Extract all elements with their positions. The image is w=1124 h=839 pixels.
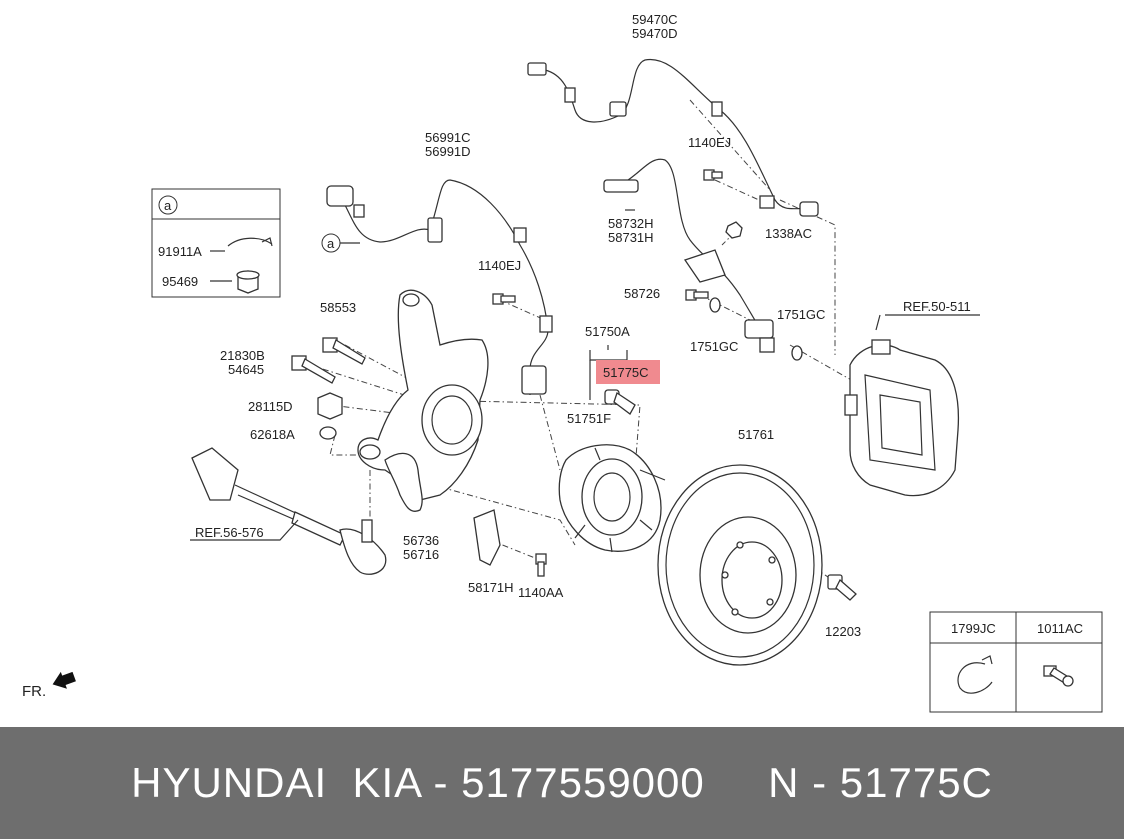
label-fr: FR.: [22, 683, 46, 700]
steering-knuckle: [357, 289, 489, 501]
label-58726: 58726: [624, 286, 660, 301]
part-number-footer: HYUNDAI KIA - 5177559000 N - 51775C: [0, 727, 1124, 839]
label-56991d: 56991D: [425, 144, 471, 159]
label-59470c: 59470C: [632, 12, 678, 27]
label-1140aa: 1140AA: [518, 585, 564, 600]
brake-hose: [603, 158, 775, 353]
front-arrow-icon: [52, 671, 76, 689]
wheel-speed-cable-lower: [326, 179, 553, 395]
label-56736: 56736: [403, 533, 439, 548]
inset-a-header: a: [164, 198, 172, 213]
brake-caliper: [844, 339, 960, 497]
dust-shield: [384, 452, 423, 512]
inset-table-b: 1799JC 1011AC: [929, 611, 1103, 713]
label-51751f: 51751F: [567, 411, 611, 426]
label-ref-50-511: REF.50-511: [903, 299, 971, 314]
label-58731h: 58731H: [608, 230, 654, 245]
bracket-58171h: [473, 509, 501, 566]
label-1751gc-a: 1751GC: [777, 307, 825, 322]
label-28115d: 28115D: [248, 399, 293, 414]
clip-1799jc-icon: [957, 662, 993, 694]
drive-shaft-tie-rod: [191, 447, 387, 575]
label-1140ej-top: 1140EJ: [688, 135, 731, 150]
part-labels: 59470C 59470D 56991C 56991D 1140EJ 1140E…: [22, 12, 971, 700]
label-1011ac: 1011AC: [1037, 621, 1083, 636]
label-1751gc-b: 1751GC: [690, 339, 738, 354]
screw-1011ac-icon: [1043, 665, 1074, 687]
highlight-box: [596, 360, 660, 384]
callout-a-letter: a: [327, 236, 335, 251]
parts-diagram: 59470C 59470D 56991C 56991D 1140EJ 1140E…: [22, 12, 1103, 713]
footer-part-number-text: HYUNDAI KIA - 5177559000 N - 51775C: [131, 759, 993, 806]
label-58732h: 58732H: [608, 216, 654, 231]
label-51750a: 51750A: [585, 324, 630, 339]
label-58553: 58553: [320, 300, 356, 315]
label-21830b: 21830B: [220, 348, 265, 363]
fasteners: [291, 169, 857, 601]
label-1799jc: 1799JC: [951, 621, 996, 636]
brake-disc: [657, 464, 823, 666]
label-62618a: 62618A: [250, 427, 295, 442]
callout-a: a: [321, 233, 341, 253]
label-56716: 56716: [403, 547, 439, 562]
clip-91911a-icon: [227, 237, 273, 247]
label-1140ej-mid: 1140EJ: [478, 258, 521, 273]
label-56991c: 56991C: [425, 130, 471, 145]
label-12203: 12203: [825, 624, 861, 639]
inset-table-a: a 91911A 95469: [151, 188, 281, 298]
wheel-speed-cable-upper: [527, 58, 819, 217]
label-59470d: 59470D: [632, 26, 678, 41]
label-58171h: 58171H: [468, 580, 514, 595]
label-51775c: 51775C: [603, 365, 649, 380]
label-ref-56-576: REF.56-576: [195, 525, 264, 540]
label-1338ac: 1338AC: [765, 226, 812, 241]
label-51761: 51761: [738, 427, 774, 442]
label-54645: 54645: [228, 362, 264, 377]
label-95469: 95469: [162, 274, 198, 289]
label-91911a: 91911A: [158, 244, 202, 259]
hub-bearing: [558, 444, 666, 553]
